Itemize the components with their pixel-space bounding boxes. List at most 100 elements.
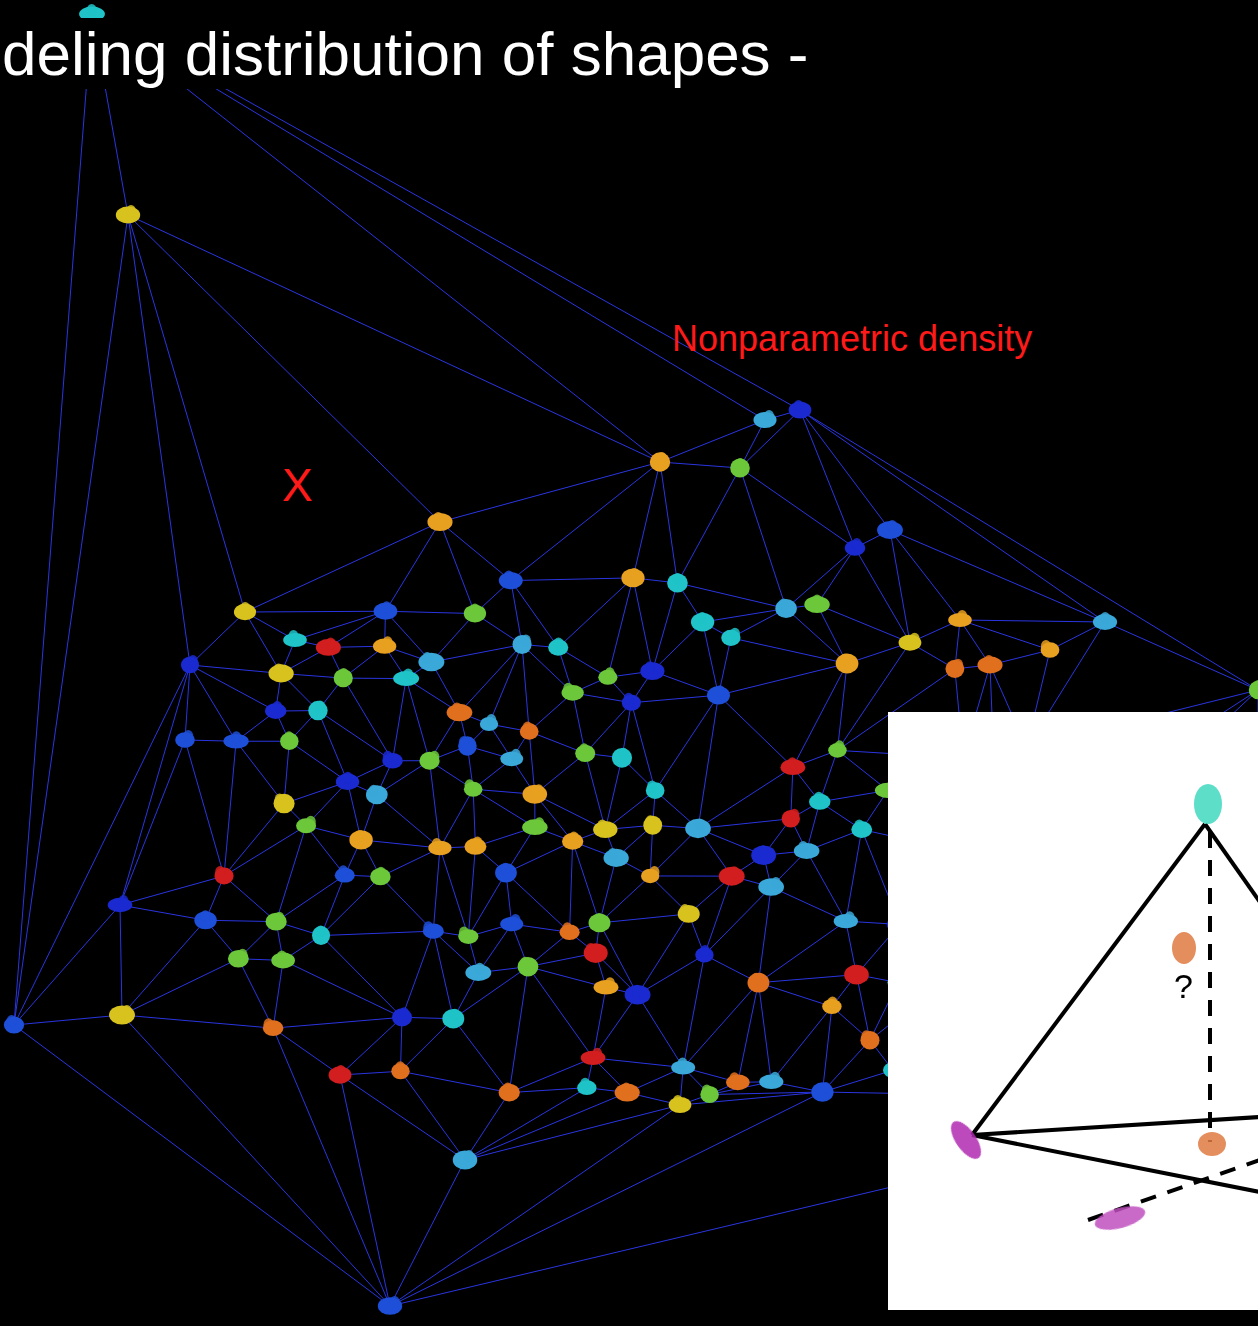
shape-sample <box>667 573 688 592</box>
mesh-edge <box>224 876 276 922</box>
shape-sample <box>1041 640 1060 658</box>
shape-sample <box>758 877 784 896</box>
shape-sample <box>834 911 858 928</box>
mesh-edge <box>321 936 402 1018</box>
mesh-edge <box>704 876 731 955</box>
mesh-edge <box>321 875 345 935</box>
shape-sample <box>280 731 298 750</box>
mesh-edge <box>652 583 677 671</box>
mesh-edge <box>120 740 185 905</box>
shape-sample <box>427 512 452 531</box>
mesh-edge <box>558 578 633 648</box>
shape-sample <box>268 663 293 682</box>
mesh-edge <box>599 858 616 923</box>
mesh-edge <box>698 767 793 828</box>
shape-sample <box>845 538 866 556</box>
shape-sample <box>234 602 256 620</box>
shape-sample <box>480 714 498 731</box>
mesh-edge <box>440 789 473 848</box>
mesh-edge <box>771 887 846 921</box>
mesh-edge <box>465 1093 509 1160</box>
mesh-edge <box>652 622 702 671</box>
shape-sample <box>640 661 664 680</box>
mesh-edge <box>758 975 856 983</box>
shape-sample <box>418 652 444 671</box>
mesh-edge <box>128 215 660 462</box>
mesh-edge <box>758 983 771 1082</box>
mesh-edge <box>468 847 475 937</box>
shape-sample <box>274 794 295 814</box>
shape-sample <box>464 779 483 797</box>
mesh-edge <box>190 665 281 673</box>
mesh-edge <box>361 840 440 848</box>
mesh-edge <box>238 959 273 1028</box>
mesh-edge <box>660 462 740 468</box>
shape-sample <box>747 973 769 993</box>
mesh-edge <box>245 522 440 612</box>
mesh-edge <box>489 645 522 725</box>
mesh-edge <box>276 875 345 922</box>
mesh-edge <box>822 1070 892 1092</box>
mesh-edge <box>402 931 433 1017</box>
mesh-edge <box>698 819 791 829</box>
shape-sample <box>575 743 595 762</box>
mesh-edge <box>786 609 847 664</box>
question-mark: ? <box>1174 968 1193 1005</box>
shape-sample <box>423 921 444 939</box>
mesh-edge <box>511 462 660 581</box>
shape-sample <box>334 668 353 687</box>
shape-sample <box>518 957 539 977</box>
shape-sample <box>730 458 750 478</box>
shape-sample <box>366 785 388 805</box>
mesh-edge <box>465 1088 587 1160</box>
mesh-edge <box>185 740 224 876</box>
mesh-edge <box>511 578 633 581</box>
mesh-edge <box>224 741 236 876</box>
mesh-edge <box>529 731 535 794</box>
shape-sample <box>669 1095 692 1113</box>
mesh-edge <box>393 679 407 761</box>
shape-sample <box>214 866 233 884</box>
mesh-edge <box>704 887 771 955</box>
mesh-edge <box>14 14 92 1025</box>
shape-sample <box>775 599 797 619</box>
mesh-edge <box>321 931 433 935</box>
shape-sample <box>228 949 249 968</box>
mesh-edge <box>245 612 281 673</box>
shape-sample <box>116 205 140 223</box>
mesh-edge <box>465 1093 627 1160</box>
shape-sample <box>263 1018 283 1036</box>
shape-sample <box>726 1072 750 1090</box>
mesh-edge <box>377 795 440 848</box>
shape-sample <box>584 943 608 963</box>
mesh-edge <box>273 1028 390 1306</box>
mesh-edge <box>14 1015 122 1025</box>
mesh-edge <box>633 462 660 578</box>
mesh-edge <box>283 960 402 1017</box>
shape-sample <box>646 781 665 799</box>
shape-sample <box>419 751 439 770</box>
shape-sample <box>548 637 568 655</box>
mesh-edge <box>703 622 719 695</box>
mesh-edge <box>655 695 718 790</box>
shape-sample <box>759 1072 783 1089</box>
mesh-edge <box>340 1017 402 1075</box>
mesh-edge <box>273 1017 402 1028</box>
mesh-edge <box>631 695 718 703</box>
mesh-edge <box>890 530 960 620</box>
mesh-edge <box>731 638 847 664</box>
shape-sample <box>598 667 617 684</box>
shape-sample <box>175 730 195 748</box>
shape-sample <box>695 945 713 963</box>
shape-sample <box>593 819 617 838</box>
mesh-edge <box>224 826 306 876</box>
shape-sample <box>522 817 547 835</box>
mesh-edge <box>683 983 758 1068</box>
mesh-edge <box>585 753 605 829</box>
mesh-edge <box>890 530 1105 622</box>
shape-sample <box>691 612 714 631</box>
mesh-edge <box>453 1019 509 1093</box>
mesh-edge <box>740 468 855 548</box>
mesh-edge <box>340 1075 390 1306</box>
mesh-edge <box>185 665 190 740</box>
